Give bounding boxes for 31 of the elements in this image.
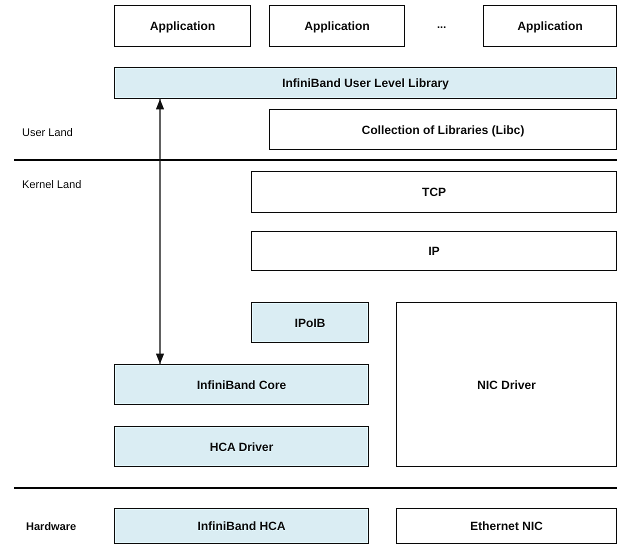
- layer-label: InfiniBand User Level Library: [282, 76, 449, 90]
- layer-label: NIC Driver: [477, 378, 536, 392]
- region-label: Kernel Land: [22, 179, 82, 191]
- layer-box: [114, 508, 369, 544]
- layer-box: [251, 302, 369, 343]
- layer-label: TCP: [422, 185, 446, 199]
- layer-box: [396, 508, 617, 544]
- layer-box: [114, 5, 251, 47]
- arrow: [156, 99, 164, 364]
- layer-label: Application: [150, 19, 216, 33]
- layer-box: [269, 109, 617, 150]
- layer-label: Application: [517, 19, 583, 33]
- layer-label: Application: [304, 19, 370, 33]
- layer-box: [251, 231, 617, 271]
- layer-label: HCA Driver: [210, 440, 274, 454]
- layer-box: [114, 426, 369, 467]
- layer-box: [251, 171, 617, 213]
- layer-box: [114, 67, 617, 99]
- layer-box: [114, 364, 369, 405]
- ellipsis-text: ...: [437, 19, 446, 31]
- region-label: Hardware: [26, 521, 76, 533]
- layer-label: Ethernet NIC: [470, 519, 543, 533]
- layer-label: IPoIB: [294, 316, 326, 330]
- layer-box: [483, 5, 617, 47]
- layer-box: [396, 302, 617, 467]
- layer-label: Collection of Libraries (Libc): [362, 122, 524, 136]
- layer-box: [269, 5, 405, 47]
- region-label: User Land: [22, 127, 73, 139]
- layer-label: InfiniBand HCA: [198, 519, 286, 533]
- layer-label: IP: [428, 244, 440, 258]
- layer-label: InfiniBand Core: [196, 378, 286, 392]
